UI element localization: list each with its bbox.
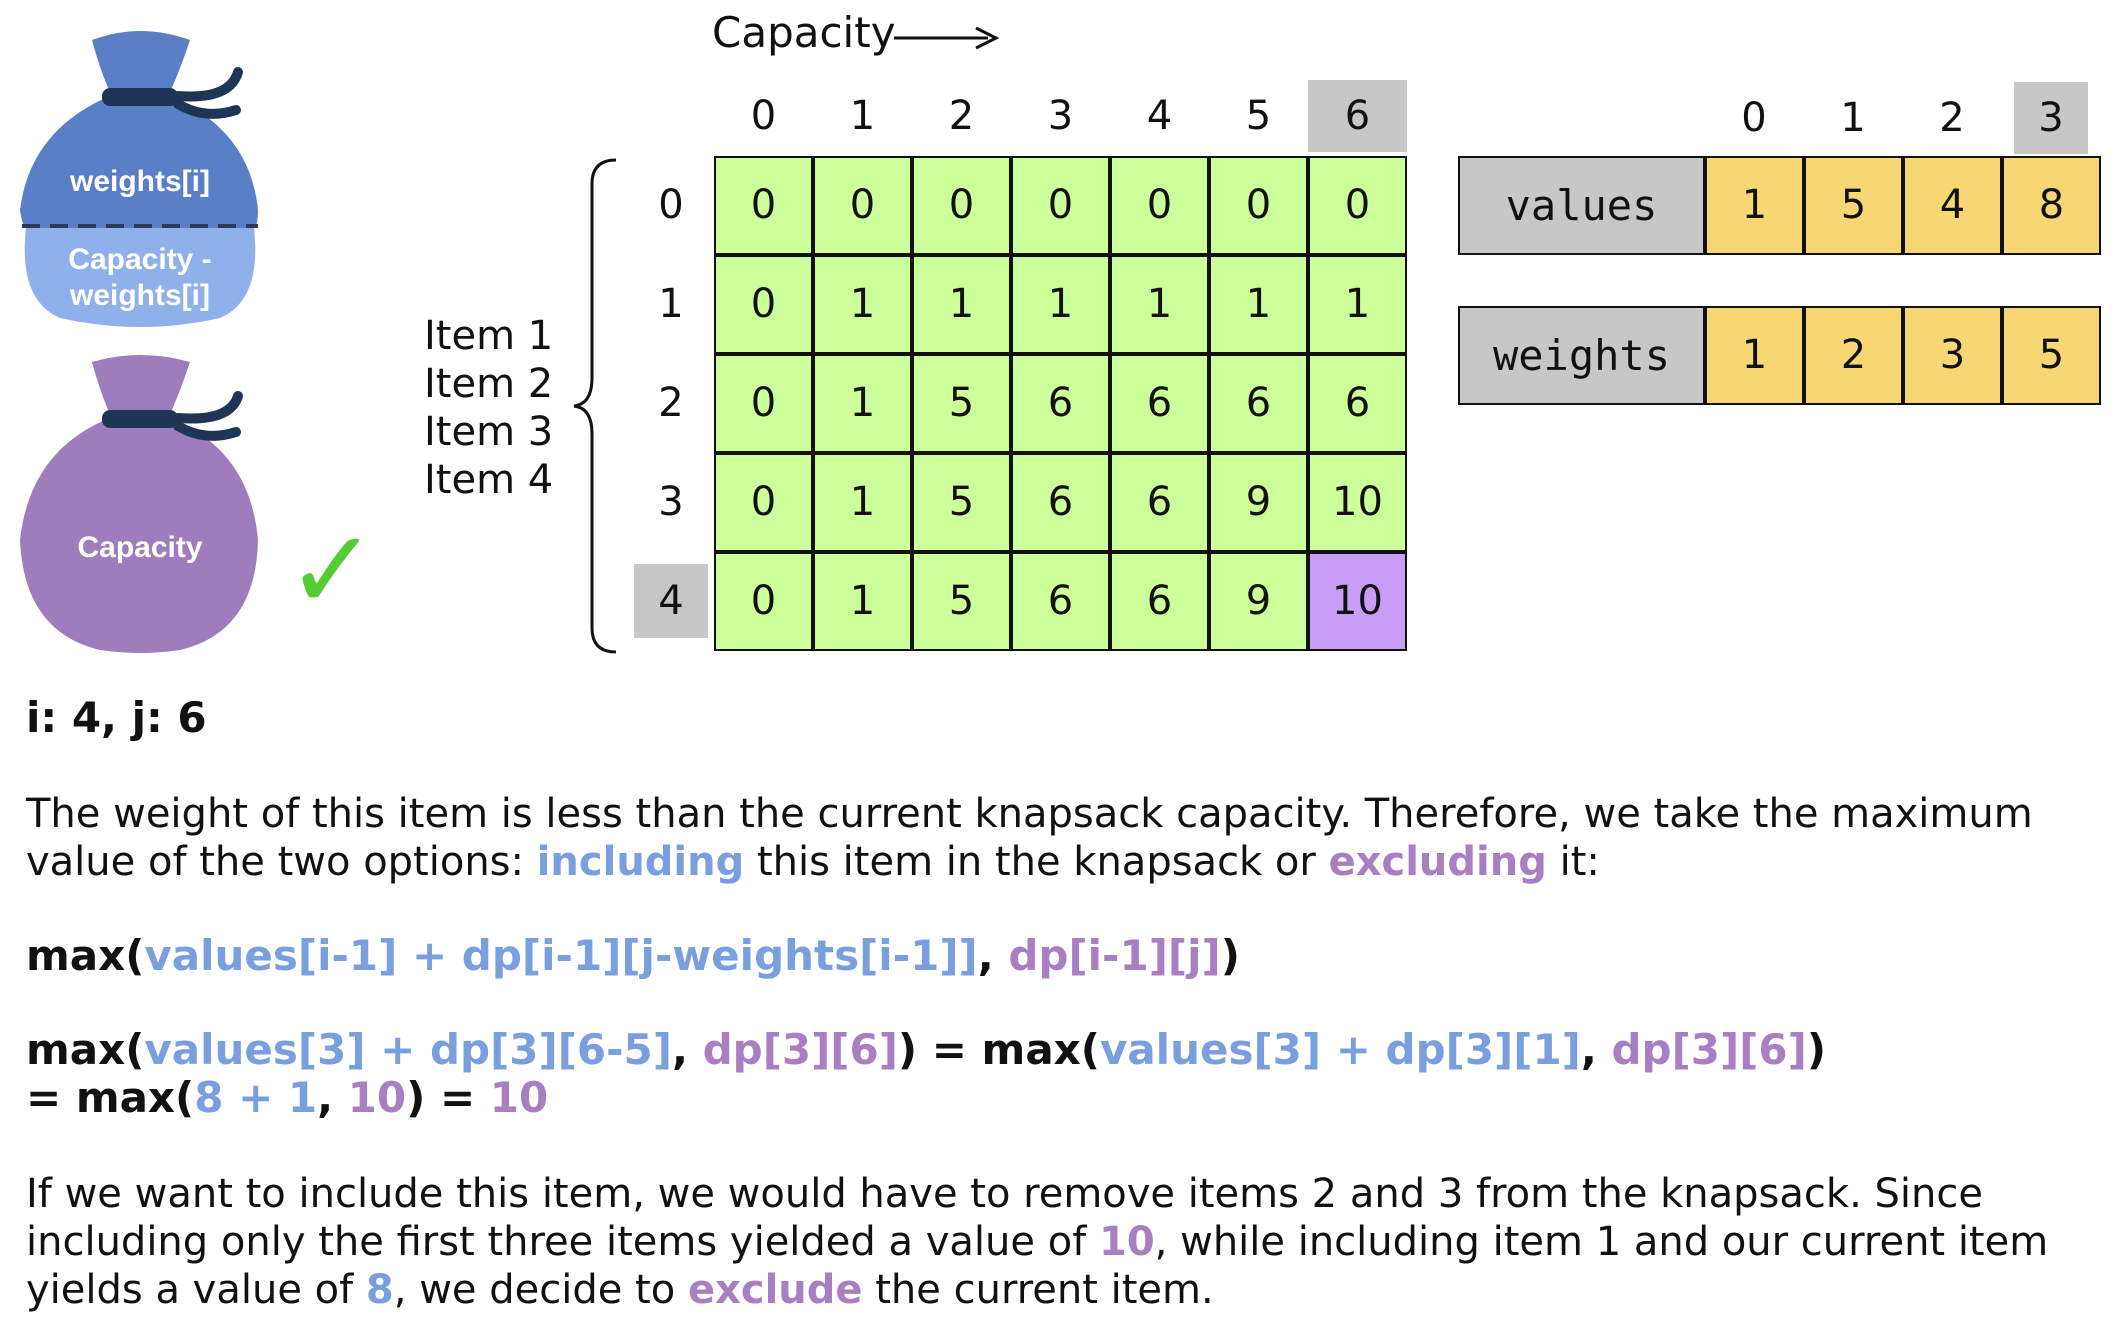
- dp-column-header: 6: [1308, 80, 1407, 152]
- dp-cell: 10: [1308, 453, 1407, 552]
- dp-cell: 0: [714, 156, 813, 255]
- conclusion-line-3: yields a value of 8, we decide to exclud…: [26, 1267, 1214, 1313]
- dp-cell: 0: [1110, 156, 1209, 255]
- capacity-axis-label: Capacity: [712, 8, 896, 57]
- array-index-header: 0: [1741, 95, 1767, 141]
- array-index-header: 1: [1840, 95, 1866, 141]
- values-cell: 8: [2002, 156, 2101, 255]
- weights-cell: 1: [1705, 306, 1804, 405]
- weights-cell: 3: [1903, 306, 2002, 405]
- dp-cell: 1: [1011, 255, 1110, 354]
- array-index-header: 2: [1939, 95, 1965, 141]
- dp-column-header: 3: [1047, 93, 1074, 139]
- dp-cell: 1: [813, 255, 912, 354]
- dp-column-header: 0: [750, 93, 777, 139]
- dp-column-header: 4: [1146, 93, 1173, 139]
- dp-cell: 6: [1011, 552, 1110, 651]
- state-indicator: i: 4, j: 6: [26, 693, 207, 742]
- dp-column-header: 2: [948, 93, 975, 139]
- dp-cell: 0: [714, 255, 813, 354]
- dp-cell: 6: [1209, 354, 1308, 453]
- dp-cell: 5: [912, 552, 1011, 651]
- values-cell: 1: [1705, 156, 1804, 255]
- dp-cell: 1: [1209, 255, 1308, 354]
- dp-cell: 6: [1308, 354, 1407, 453]
- formula-result: = max(8 + 1, 10) = 10: [26, 1073, 549, 1122]
- dp-row-header: 4: [634, 564, 708, 638]
- left-brace: [573, 158, 617, 654]
- items-list: Item 1 Item 2 Item 3 Item 4: [424, 312, 553, 504]
- dp-cell: 6: [1011, 354, 1110, 453]
- formula-substituted: max(values[3] + dp[3][6-5], dp[3][6]) = …: [26, 1025, 1827, 1074]
- explanation-line-2: value of the two options: including this…: [26, 839, 1600, 885]
- arrow-right-icon: [894, 26, 1000, 50]
- bag-weights-label: weights[i]: [70, 165, 210, 198]
- dp-cell: 10: [1308, 552, 1407, 651]
- dp-cell: 0: [912, 156, 1011, 255]
- dp-cell: 0: [714, 453, 813, 552]
- dp-column-header: 1: [849, 93, 876, 139]
- bag-capacity-label: Capacity: [77, 531, 203, 564]
- explanation-line-1: The weight of this item is less than the…: [26, 791, 2033, 837]
- dp-cell: 6: [1110, 354, 1209, 453]
- weights-cell: 2: [1804, 306, 1903, 405]
- array-index-header: 3: [2014, 82, 2088, 154]
- dp-column-header: 5: [1245, 93, 1272, 139]
- dp-cell: 5: [912, 354, 1011, 453]
- dp-cell: 9: [1209, 552, 1308, 651]
- dp-cell: 0: [714, 552, 813, 651]
- conclusion-line-2: including only the first three items yie…: [26, 1219, 2049, 1265]
- capacity-bag-icon: [20, 355, 258, 653]
- values-cell: 4: [1903, 156, 2002, 255]
- dp-cell: 0: [813, 156, 912, 255]
- dp-row-header: 3: [658, 479, 684, 525]
- dp-cell: 6: [1110, 552, 1209, 651]
- weights-bag-icon: [20, 31, 258, 327]
- item-label: Item 2: [424, 361, 554, 407]
- conclusion-line-1: If we want to include this item, we woul…: [26, 1171, 1983, 1217]
- bag-remaining-label-2: weights[i]: [70, 279, 210, 312]
- item-label: Item 3: [424, 409, 554, 455]
- bag-remaining-label-1: Capacity -: [68, 243, 212, 276]
- dp-cell: 6: [1011, 453, 1110, 552]
- dp-cell: 0: [1011, 156, 1110, 255]
- item-label: Item 1: [424, 313, 554, 359]
- values-cell: 5: [1804, 156, 1903, 255]
- dp-cell: 1: [813, 453, 912, 552]
- dp-cell: 9: [1209, 453, 1308, 552]
- dp-cell: 0: [1308, 156, 1407, 255]
- dp-cell: 1: [813, 354, 912, 453]
- values-array-label: values: [1458, 156, 1705, 255]
- bags-illustration: [20, 31, 258, 653]
- weights-array-label: weights: [1458, 306, 1705, 405]
- dp-row-header: 1: [658, 281, 684, 327]
- dp-cell: 1: [1308, 255, 1407, 354]
- weights-cell: 5: [2002, 306, 2101, 405]
- checkmark-icon: ✓: [286, 506, 379, 634]
- dp-row-header: 0: [658, 182, 684, 228]
- dp-cell: 0: [714, 354, 813, 453]
- dp-cell: 1: [912, 255, 1011, 354]
- dp-cell: 1: [813, 552, 912, 651]
- formula-general: max(values[i-1] + dp[i-1][j-weights[i-1]…: [26, 931, 1240, 980]
- dp-cell: 1: [1110, 255, 1209, 354]
- dp-cell: 6: [1110, 453, 1209, 552]
- item-label: Item 4: [424, 457, 554, 503]
- dp-row-header: 2: [658, 380, 684, 426]
- dp-cell: 0: [1209, 156, 1308, 255]
- dp-cell: 5: [912, 453, 1011, 552]
